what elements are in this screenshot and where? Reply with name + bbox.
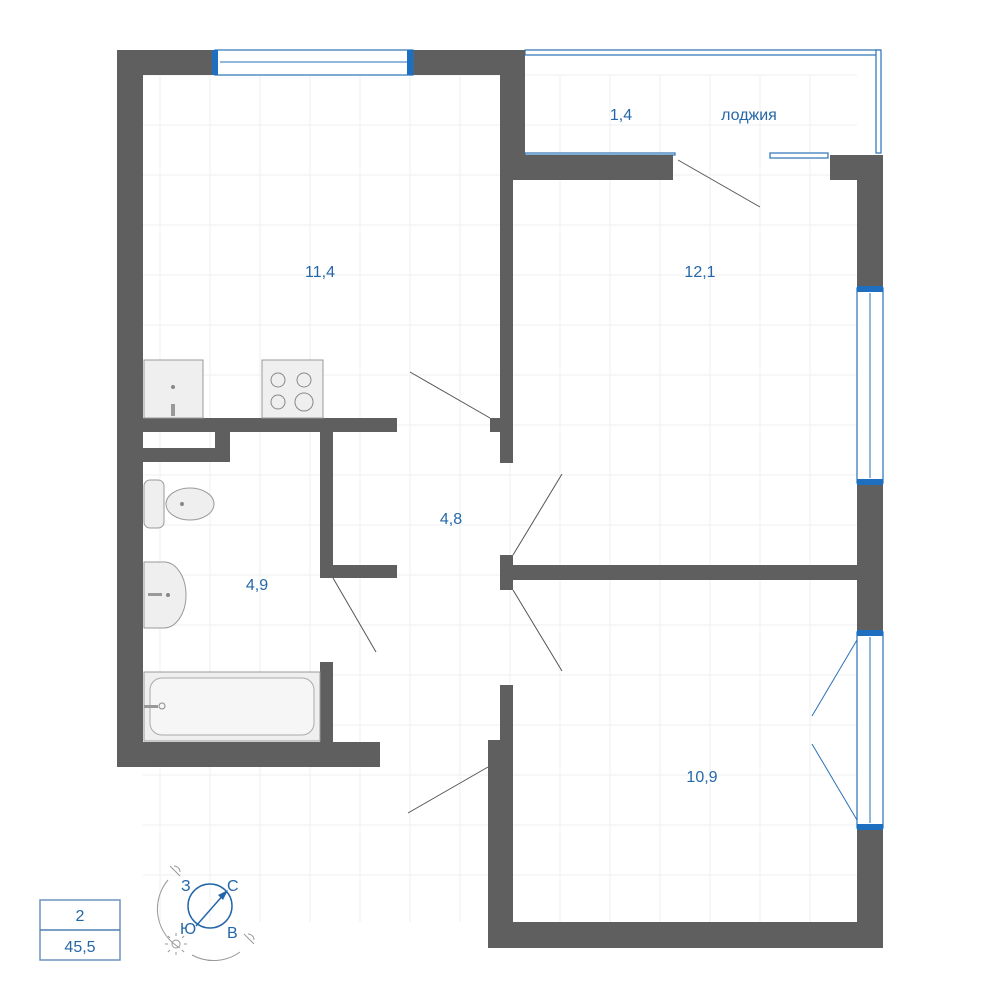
loggia-label: лоджия [721,107,777,124]
rooms-count: 2 [76,908,85,925]
window-kitchen [212,49,414,76]
toilet [143,479,215,529]
loggia-glazing [524,49,882,159]
compass-north: С [227,878,239,895]
loggia-area-label: 1,4 [610,107,632,124]
kitchen-area-label: 11,4 [305,264,335,281]
compass-west: З [181,878,191,895]
kitchen-sink [143,359,204,419]
compass-icon: С З Ю В [156,865,255,961]
window-room-top [856,286,884,485]
walls [117,50,883,948]
window-room-bottom [811,630,884,830]
total-area: 45,5 [64,939,95,956]
bathroom-sink [143,561,187,629]
hall-area-label: 4,8 [440,511,462,528]
room-bottom-area-label: 10,9 [686,769,717,786]
bathtub [143,671,321,742]
bathroom-area-label: 4,9 [246,577,268,594]
stove [261,359,324,419]
sun-icon [165,865,255,955]
compass-east: В [227,925,238,942]
room-top-area-label: 12,1 [684,264,715,281]
summary-box: 2 45,5 [39,899,121,961]
compass-south: Ю [180,921,196,938]
door-swings [332,159,761,814]
